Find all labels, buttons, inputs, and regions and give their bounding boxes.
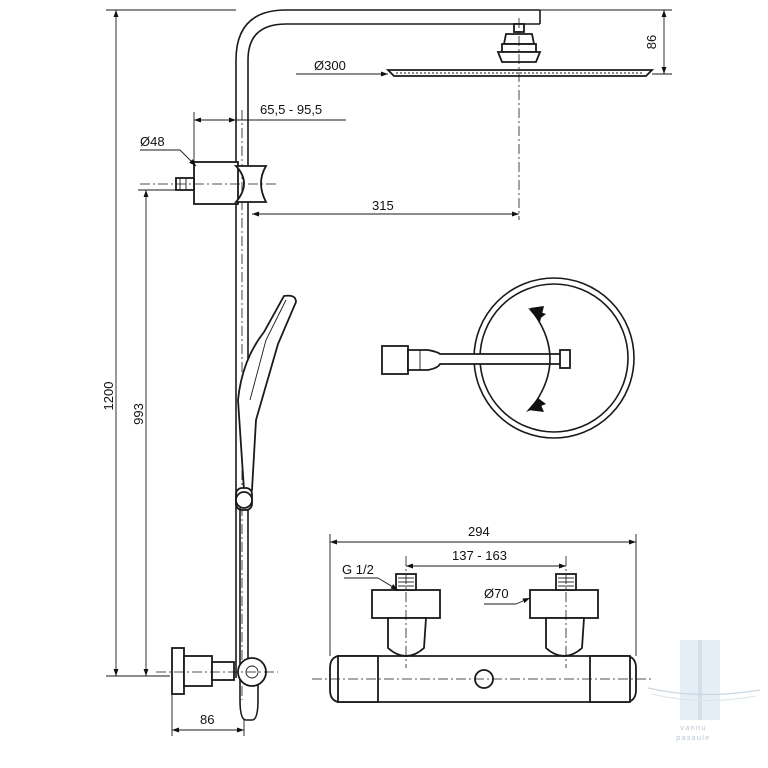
- dim-inlet-spacing: 137 - 163: [452, 548, 507, 563]
- dim-arm-length: 315: [372, 198, 394, 213]
- dim-head-diameter: Ø300: [314, 58, 346, 73]
- watermark-line1: vannu: [680, 724, 707, 732]
- dim-wall-offset: 86: [200, 712, 214, 727]
- dim-head-height: 86: [644, 35, 659, 49]
- dim-handle-height: 993: [131, 403, 146, 425]
- dim-bracket-diameter: Ø48: [140, 134, 165, 149]
- hand-shower: [235, 294, 297, 721]
- wall-connection: [156, 647, 278, 695]
- dimension-lines: [106, 9, 672, 736]
- dim-total-height: 1200: [101, 382, 116, 411]
- dim-arm-adjust: 65,5 - 95,5: [260, 102, 322, 117]
- thermostatic-mixer: [312, 556, 652, 703]
- dim-escutcheon-diameter: Ø70: [484, 586, 509, 601]
- overhead-shower-head: [385, 18, 655, 220]
- dim-inlet-thread: G 1/2: [342, 562, 374, 577]
- watermark-logo: vannu pasaule: [647, 640, 761, 742]
- dim-mixer-width: 294: [468, 524, 490, 539]
- watermark-line2: pasaule: [676, 734, 710, 742]
- wall-bracket: [140, 161, 276, 205]
- rotation-detail: [381, 277, 635, 439]
